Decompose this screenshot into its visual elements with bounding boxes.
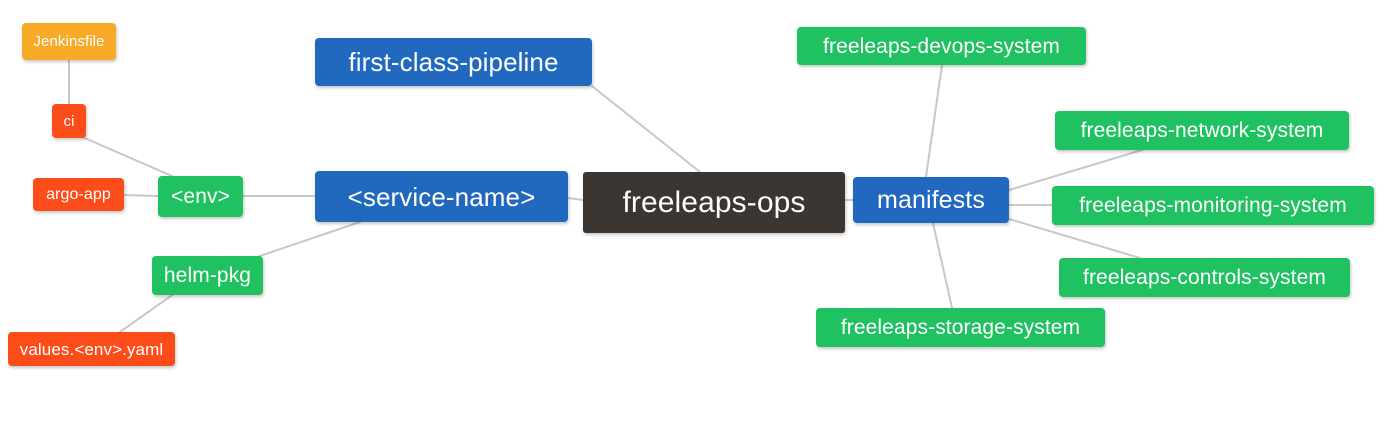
mindmap-node-manifests[interactable]: manifests [853,177,1009,223]
mindmap-node-freeleaps-devops-system[interactable]: freeleaps-devops-system [797,27,1086,65]
edge-helm-pkg-to-service-name [253,221,361,259]
mindmap-node-helm-pkg[interactable]: helm-pkg [152,256,263,295]
node-label: freeleaps-storage-system [840,316,1081,339]
edge-manifests-to-freeleaps-storage-system [932,222,953,309]
mindmap-node-freeleaps-storage-system[interactable]: freeleaps-storage-system [816,308,1105,347]
node-label: <service-name> [347,181,536,212]
edge-manifests-to-freeleaps-network-system [1008,149,1143,191]
mindmap-node-ci[interactable]: ci [52,104,86,138]
edge-first-class-pipeline-to-freeleaps-ops [591,85,701,173]
edge-argo-app-to-env [123,194,159,197]
mindmap-node-freeleaps-monitoring-system[interactable]: freeleaps-monitoring-system [1052,186,1374,225]
node-label: freeleaps-ops [622,185,806,219]
node-label: ci [63,112,75,130]
node-label: freeleaps-monitoring-system [1079,194,1347,217]
node-label: first-class-pipeline [348,47,559,77]
node-label: helm-pkg [163,264,252,287]
mindmap-node-service-name[interactable]: <service-name> [315,171,568,222]
mindmap-node-freeleaps-ops[interactable]: freeleaps-ops [583,172,845,233]
node-label: <env> [171,185,230,208]
mindmap-node-argo-app[interactable]: argo-app [33,178,124,211]
node-label: freeleaps-devops-system [823,34,1060,58]
edge-values-env-yaml-to-helm-pkg [119,292,176,333]
mindmap-node-first-class-pipeline[interactable]: first-class-pipeline [315,38,592,86]
edge-manifests-to-freeleaps-devops-system [925,64,943,178]
mindmap-node-values-env-yaml[interactable]: values.<env>.yaml [8,332,175,366]
mindmap-node-env[interactable]: <env> [158,176,243,217]
node-label: argo-app [46,185,111,203]
node-label: freeleaps-network-system [1080,119,1324,142]
mindmap-node-jenkinsfile[interactable]: Jenkinsfile [22,23,116,60]
node-label: Jenkinsfile [33,33,105,50]
edge-service-name-to-freeleaps-ops [567,197,584,201]
mindmap-node-freeleaps-controls-system[interactable]: freeleaps-controls-system [1059,258,1350,297]
edge-ci-to-env [79,135,173,177]
mindmap-node-freeleaps-network-system[interactable]: freeleaps-network-system [1055,111,1349,150]
node-label: freeleaps-controls-system [1083,266,1326,289]
node-label: values.<env>.yaml [19,339,164,359]
node-label: manifests [877,185,985,214]
